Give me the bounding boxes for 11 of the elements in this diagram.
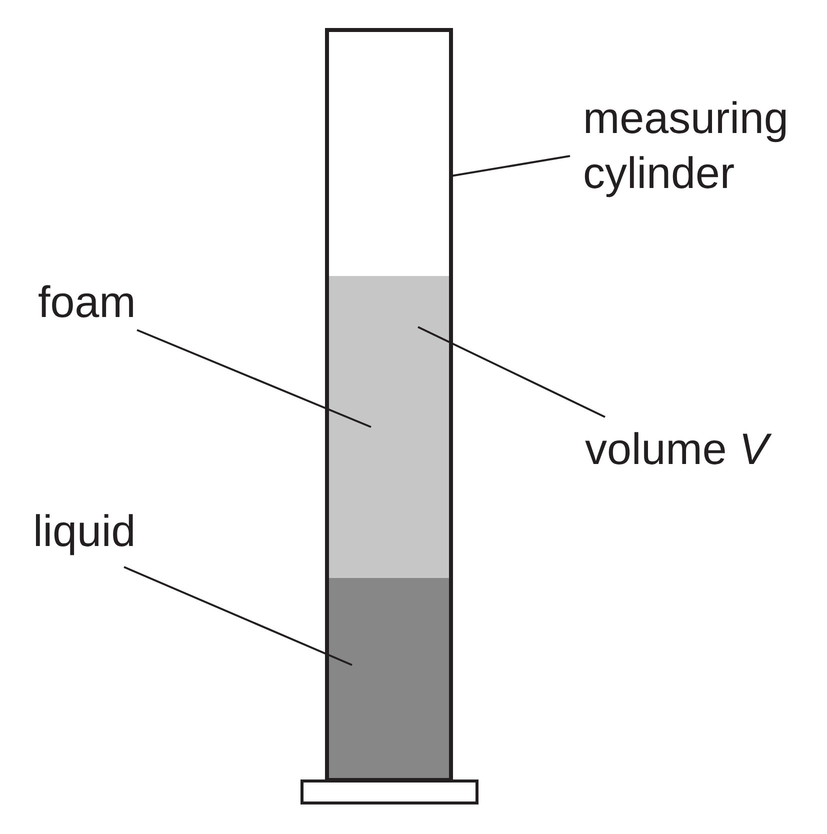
label: liquid — [36, 514, 133, 556]
leader-line — [136, 329, 372, 428]
measuring-cylinder — [300, 28, 478, 804]
leader-line — [418, 326, 606, 418]
label: foam — [38, 285, 133, 318]
liquid-layer — [329, 578, 449, 778]
leader-line — [124, 566, 352, 666]
label: measuring cylinder — [584, 101, 786, 198]
label: volume V — [585, 432, 772, 464]
foam-layer — [329, 276, 449, 578]
leader-line — [450, 155, 570, 177]
